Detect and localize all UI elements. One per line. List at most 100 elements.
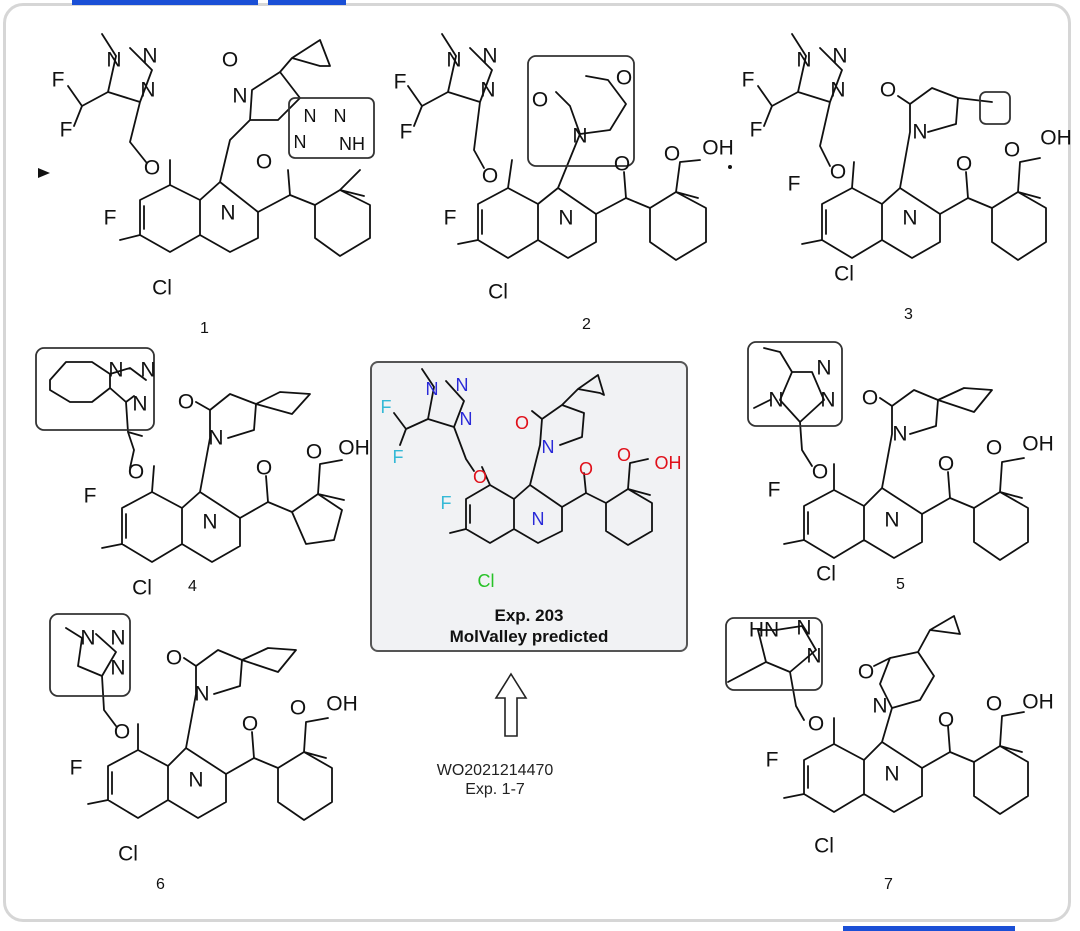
exp-203-atom-n3: N	[460, 409, 473, 429]
compound-1-highlight-tetrazole	[288, 97, 375, 159]
compound-6-structure: N N N O O N N O O OH F Cl	[49, 613, 358, 866]
compound-7-atom-o-ether: O	[808, 713, 824, 736]
compound-1-atom-f2: F	[60, 119, 73, 142]
compound-5-atom-n1: N	[768, 389, 783, 412]
compound-7-atom-oh: OH	[1022, 691, 1054, 714]
exp-203-atom-n-lactam: N	[542, 437, 555, 457]
compound-5-bonds	[753, 347, 1029, 561]
figure-frame	[3, 3, 1071, 922]
compound-2-label: 2	[582, 316, 591, 333]
compound-1-atom-n3: N	[140, 79, 155, 102]
compound-4-atom-n1: N	[108, 359, 123, 382]
compound-6-atom-n-lactam: N	[194, 683, 209, 706]
compound-3-atom-o-amide: O	[956, 153, 972, 176]
compound-5-atom-o-amide: O	[938, 453, 954, 476]
compound-6-atom-f-ar: F	[70, 757, 83, 780]
exp-203-atom-f1: F	[381, 397, 392, 417]
exp-203-atom-f-ar: F	[441, 493, 452, 513]
compound-3-atom-n-ring: N	[902, 207, 917, 230]
compound-1-atom-n2: N	[142, 45, 157, 68]
compound-4-structure: N N N O O N N O O OH F Cl	[35, 347, 370, 600]
compound-5-atom-oh: OH	[1022, 433, 1054, 456]
compound-4-label: 4	[188, 578, 197, 595]
compound-4-atom-o-lactam: O	[178, 391, 194, 414]
compound-1-atom-tz2: N	[334, 106, 347, 126]
compound-1-atom-f-ar: F	[104, 207, 117, 230]
compound-6-atom-o-amide: O	[242, 713, 258, 736]
compound-2-atom-o-amide: O	[614, 153, 630, 176]
compound-4-atom-o-amide: O	[256, 457, 272, 480]
predicted-compound-panel	[370, 361, 688, 652]
compound-5-atom-n-lactam: N	[892, 423, 907, 446]
compound-4-atom-o-ether: O	[128, 461, 144, 484]
compound-2-atom-n-ring: N	[558, 207, 573, 230]
compound-3-atom-o-ether: O	[830, 161, 846, 184]
compound-6-atom-o-lactam: O	[166, 647, 182, 670]
compound-6-bonds	[65, 627, 333, 821]
exp-203-atom-n2: N	[456, 375, 469, 395]
top-scroll-indicator-right	[268, 0, 346, 5]
compound-7-atom-n3: N	[806, 645, 821, 668]
compound-2-atom-f2: F	[400, 121, 413, 144]
compound-4-atom-n-ring: N	[202, 511, 217, 534]
compound-4-atom-f-ar: F	[84, 485, 97, 508]
compound-5-atom-o-ether: O	[812, 461, 828, 484]
compound-7-atom-n-ring: N	[884, 763, 899, 786]
compound-3-bonds	[757, 33, 1047, 261]
compound-5-atom-f-ar: F	[768, 479, 781, 502]
compound-1-bonds	[67, 33, 371, 257]
bottom-scroll-indicator	[843, 926, 1015, 931]
compound-6-atom-oh: OH	[326, 693, 358, 716]
compound-5-atom-o-lactam: O	[862, 387, 878, 410]
exp-203-atom-n-ring: N	[532, 509, 545, 529]
compound-4-atom-oh: OH	[338, 437, 370, 460]
compound-4-atom-o-acid: O	[306, 441, 322, 464]
compound-6-label: 6	[156, 876, 165, 893]
compound-7-atom-n-lactam: N	[872, 695, 887, 718]
compound-7-atom-o-lactam: O	[858, 661, 874, 684]
compound-2-atom-n2: N	[482, 45, 497, 68]
compound-2-atom-o-morph: O	[616, 67, 632, 90]
compound-3-atom-f2: F	[750, 119, 763, 142]
compound-2-atom-f-ar: F	[444, 207, 457, 230]
compound-2-bonds	[407, 33, 707, 261]
compound-6-atom-cl: Cl	[118, 843, 138, 866]
compound-5-atom-n2: N	[816, 357, 831, 380]
compound-2-atom-o-acid: O	[664, 143, 680, 166]
compound-3-atom-cl: Cl	[834, 263, 854, 286]
compound-3-structure: N N N F F O O N N O O OH F Cl	[742, 33, 1072, 286]
compound-3-atom-n2: N	[832, 45, 847, 68]
compound-3-atom-o-lactam: O	[880, 79, 896, 102]
exp-203-atom-o-lactam: O	[515, 413, 529, 433]
compound-1-atom-f1: F	[52, 69, 65, 92]
compound-2-atom-n3: N	[480, 79, 495, 102]
compound-1-atom-tz1: N	[304, 106, 317, 126]
compound-1-structure: N N N F F O O N N O F Cl N N N NH	[52, 33, 375, 300]
compound-5-label: 5	[896, 576, 905, 593]
top-scroll-indicator-left	[72, 0, 258, 5]
compound-7-atom-f-ar: F	[766, 749, 779, 772]
compound-7-atom-o-acid: O	[986, 693, 1002, 716]
compound-7-highlight-triazole	[725, 617, 823, 691]
compound-2-atom-n-lactam: N	[572, 125, 587, 148]
compound-7-atom-n2: N	[796, 617, 811, 640]
compound-5-atom-n3: N	[820, 389, 835, 412]
reference-examples: Exp. 1-7	[465, 781, 525, 798]
compound-4-atom-cl: Cl	[132, 577, 152, 600]
compound-1-atom-o-ether: O	[144, 157, 160, 180]
compound-3-atom-oh: OH	[1040, 127, 1072, 150]
compound-3-atom-f-ar: F	[788, 173, 801, 196]
compound-3-atom-f1: F	[742, 69, 755, 92]
compound-6-atom-n2: N	[110, 627, 125, 650]
compound-7-structure: HN N N O O N N O O OH F Cl	[725, 615, 1054, 858]
compound-6-atom-n1: N	[80, 627, 95, 650]
compound-7-label: 7	[884, 876, 893, 893]
compound-1-atom-tz4: NH	[339, 134, 365, 154]
compound-1-atom-n-lactam: N	[232, 85, 247, 108]
compound-2-atom-n1: N	[446, 49, 461, 72]
compound-3-highlight-methyl	[979, 91, 1011, 125]
compound-1-atom-tz3: N	[294, 132, 307, 152]
compound-6-atom-n3: N	[110, 657, 125, 680]
bullet-marker-icon	[38, 168, 50, 178]
exp-203-atom-o-acid: O	[617, 445, 631, 465]
